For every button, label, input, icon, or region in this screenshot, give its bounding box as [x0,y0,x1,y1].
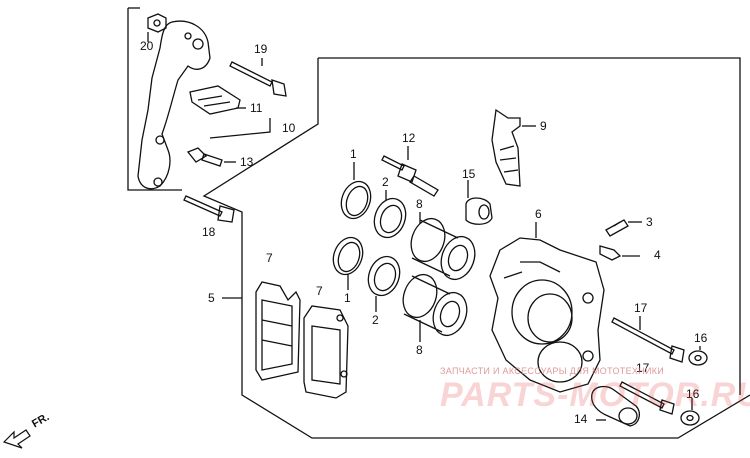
callout-1-lower: 1 [344,291,351,305]
bracket-frame [127,8,182,191]
callout-19: 19 [254,42,268,56]
callout-16-upper: 16 [694,331,708,345]
boot-15 [465,197,493,225]
pad-spring-11 [189,85,241,115]
callout-6: 6 [535,207,542,221]
callout-20: 20 [140,39,154,53]
callout-5: 5 [208,291,215,305]
seal-2-lower [367,255,401,297]
piston-8-lower [402,273,468,337]
callout-1-upper: 1 [350,147,357,161]
callout-2-upper: 2 [382,175,389,189]
callout-14: 14 [574,412,588,426]
cap-4 [599,245,622,261]
bolt-19 [229,61,287,97]
washer-16-lower [680,410,700,426]
piston-8-upper [410,217,476,281]
callout-16-lower: 16 [686,387,700,401]
slide-pin-12 [381,155,439,197]
brake-pad-7-inner [303,305,349,399]
callout-2-lower: 2 [372,313,379,327]
callout-17-lower: 17 [636,361,650,375]
retainer-9 [491,108,521,187]
callout-3: 3 [646,215,653,229]
nut-20 [147,13,167,33]
callout-8-lower: 8 [416,343,423,357]
brake-pad-7-outer [255,281,301,381]
bleeder-3 [605,219,629,237]
caliper-body-6 [489,237,605,393]
callout-12: 12 [402,131,416,145]
callout-7-outer: 7 [266,251,273,265]
caliper-frame [202,58,750,439]
seal-2-upper [373,197,407,239]
washer-16-upper [688,350,708,366]
callout-10: 10 [282,121,296,135]
callout-17-upper: 17 [634,301,648,315]
callout-8-upper: 8 [416,197,423,211]
front-direction-arrow [2,429,31,449]
callout-18: 18 [202,225,216,239]
watermark-tagline: ЗАПЧАСТИ И АКСЕССУАРЫ ДЛЯ МОТОТЕХНИКИ [440,366,665,376]
callout-13: 13 [240,155,254,169]
bolt-17-lower [619,381,675,415]
callout-9: 9 [540,119,547,133]
callout-11: 11 [250,101,263,115]
callout-15: 15 [462,167,476,181]
bolt-17-upper [611,317,685,363]
watermark-logo: PARTS-MOTOR.RU [440,376,750,414]
bolt-18 [183,195,235,223]
mounting-bracket [137,20,211,190]
pin-13 [186,147,223,167]
callout-4: 4 [654,248,661,262]
sleeve-14 [591,385,641,427]
seal-1-lower [332,236,364,276]
seal-1-upper [340,180,372,220]
callout-7-inner: 7 [316,284,323,298]
